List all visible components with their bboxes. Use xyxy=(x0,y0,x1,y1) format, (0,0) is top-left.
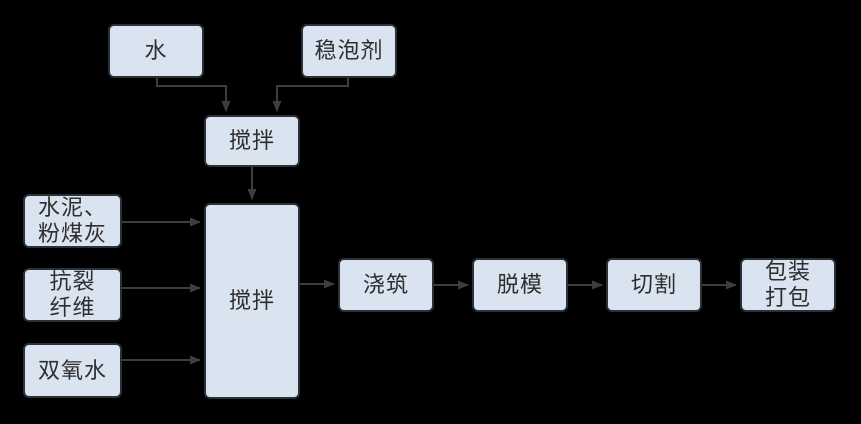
node-mix-top-label: 搅拌 xyxy=(228,128,275,153)
node-demolding: 脱模 xyxy=(472,258,568,312)
node-packing-label: 包装 打包 xyxy=(764,259,811,310)
connector-water-to-mix-top xyxy=(156,78,231,112)
node-pouring: 浇筑 xyxy=(338,258,434,312)
node-mix-top: 搅拌 xyxy=(204,115,300,167)
node-hydrogen-peroxide: 双氧水 xyxy=(23,343,122,398)
node-anti-crack-fiber-label: 抗裂 纤维 xyxy=(49,269,96,320)
node-anti-crack-fiber: 抗裂 纤维 xyxy=(23,268,122,322)
node-foam-stabilizer-label: 稳泡剂 xyxy=(314,38,384,63)
node-water-label: 水 xyxy=(144,38,168,63)
node-cutting: 切割 xyxy=(606,258,702,312)
node-mix-main: 搅拌 xyxy=(204,203,300,399)
connector-foam-stabilizer-to-mix-top xyxy=(272,78,349,112)
node-cement-fly-ash: 水泥、 粉煤灰 xyxy=(23,194,122,248)
node-demolding-label: 脱模 xyxy=(496,272,543,297)
node-packing: 包装 打包 xyxy=(740,258,836,312)
node-cutting-label: 切割 xyxy=(630,272,677,297)
node-pouring-label: 浇筑 xyxy=(362,272,409,297)
node-cement-fly-ash-label: 水泥、 粉煤灰 xyxy=(37,195,107,246)
node-water: 水 xyxy=(108,24,204,78)
node-hydrogen-peroxide-label: 双氧水 xyxy=(37,357,107,383)
node-foam-stabilizer: 稳泡剂 xyxy=(301,24,397,78)
node-mix-main-label: 搅拌 xyxy=(228,288,275,313)
